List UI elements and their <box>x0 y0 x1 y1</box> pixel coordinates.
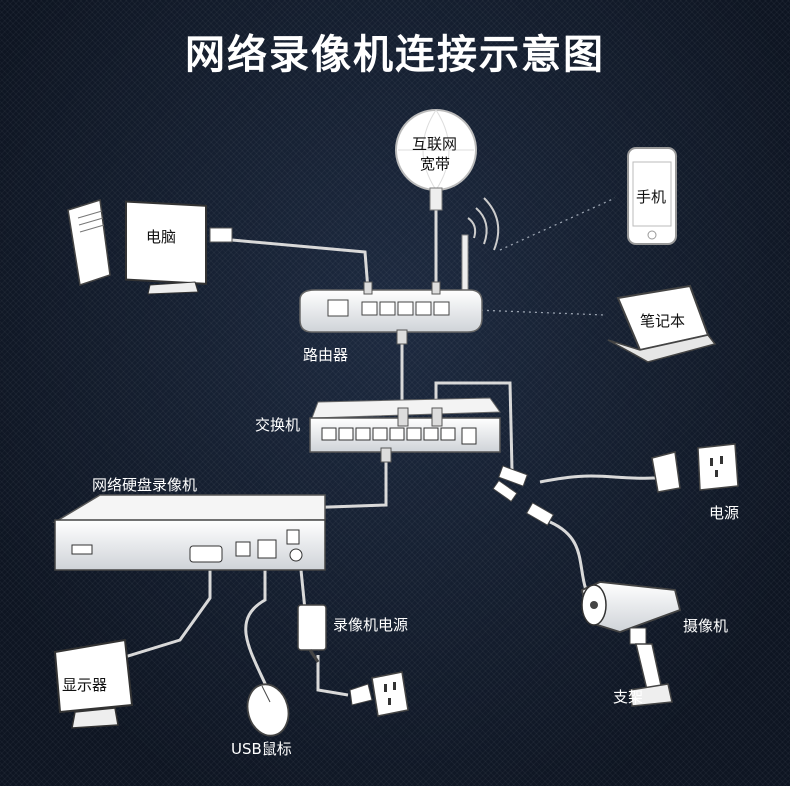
nvr-mains-cable <box>316 655 349 697</box>
mouse-icon <box>246 683 290 737</box>
monitor-icon <box>53 638 134 729</box>
router-device <box>299 234 483 345</box>
power-label: 电源 <box>709 504 740 522</box>
switch-device <box>309 397 501 463</box>
internet-label-line2: 宽带 <box>420 155 451 173</box>
nvr-device <box>52 494 326 571</box>
power-outlet-icon <box>651 443 739 493</box>
nvr-label: 网络硬盘录像机 <box>92 476 198 494</box>
switch-camera-cable <box>434 381 514 471</box>
laptop-label: 笔记本 <box>640 312 686 330</box>
camera-splitter-connector <box>492 465 555 526</box>
nvr-power-supply-device <box>297 604 409 717</box>
wireless-links <box>474 197 616 316</box>
phone-label: 手机 <box>636 188 667 206</box>
bracket-label: 支架 <box>613 688 644 706</box>
phone-icon <box>627 147 677 245</box>
page-title: 网络录像机连接示意图 <box>185 32 605 78</box>
camera-device <box>580 581 682 633</box>
computer-cable <box>231 238 370 291</box>
cables <box>114 188 656 697</box>
internet-label-line1: 互联网 <box>412 135 458 153</box>
computer-icon <box>67 199 233 295</box>
usb-cable <box>244 570 270 691</box>
bracket-device <box>629 627 673 707</box>
computer-label: 电脑 <box>146 228 177 246</box>
mouse-label: USB鼠标 <box>231 740 292 758</box>
switch-label: 交换机 <box>255 416 301 434</box>
nvr-power-label: 录像机电源 <box>333 616 409 634</box>
router-label: 路由器 <box>303 346 349 364</box>
wifi-signal-icon <box>467 197 500 251</box>
vga-cable <box>114 570 212 662</box>
camera-label: 摄像机 <box>683 617 729 635</box>
monitor-label: 显示器 <box>62 676 108 694</box>
laptop-icon <box>607 284 717 363</box>
camera-power-cable <box>539 474 656 484</box>
internet-globe-icon <box>395 109 477 211</box>
